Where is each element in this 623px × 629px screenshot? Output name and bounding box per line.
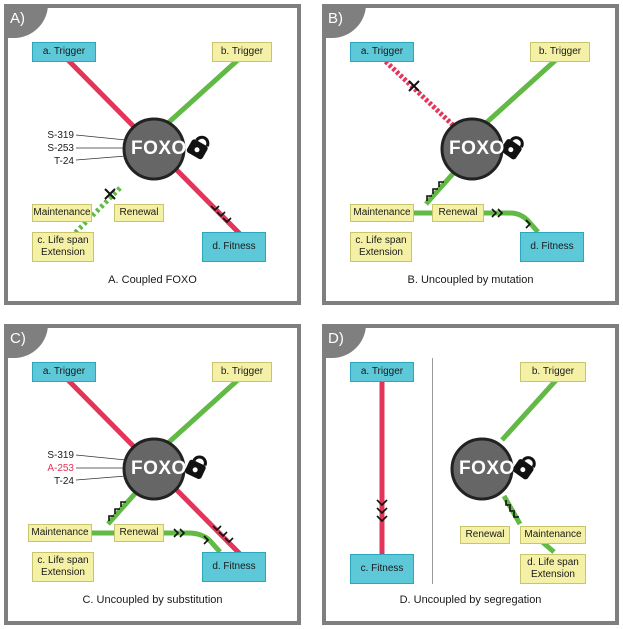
arrowheads-icon <box>426 181 444 201</box>
renewal-box: Renewal <box>114 204 164 222</box>
green-pathway <box>500 376 560 442</box>
trigger-a-box: a. Trigger <box>32 362 96 382</box>
fitness-box: d. Fitness <box>202 552 266 582</box>
arrowheads-icon <box>108 501 126 521</box>
foxo-label: FOXO <box>449 138 505 159</box>
site-label-s319: S-319 <box>47 450 74 461</box>
site-label-a253: A-253 <box>47 463 74 474</box>
green-pathway <box>484 56 560 125</box>
pathway-lines <box>376 376 560 556</box>
green-pathway-lower <box>424 166 460 206</box>
panel-caption: A. Coupled FOXO <box>108 274 197 286</box>
lifespan-line1: c. Life span <box>37 555 89 566</box>
pathway-lines <box>64 376 244 558</box>
trigger-b-box: b. Trigger <box>212 362 272 382</box>
arrowheads-right-icon <box>491 208 532 229</box>
foxo-circle <box>450 437 514 501</box>
trigger-a-box: a. Trigger <box>350 42 414 62</box>
foxo-label: FOXO <box>131 458 187 479</box>
green-pathway-right <box>92 530 222 554</box>
lock-icon <box>186 135 210 160</box>
foxo-label: FOXO <box>131 138 187 159</box>
green-dotted-pathway <box>70 186 122 238</box>
red-dotted-pathway <box>380 56 458 130</box>
arrowheads-red-icon <box>212 525 234 544</box>
fitness-box: d. Fitness <box>202 232 266 262</box>
green-pathway-lower <box>106 486 142 526</box>
panel-c: C) FOXO S-319 A-253 T-24 a. Trigger b. T… <box>4 324 301 625</box>
fitness-box: c. Fitness <box>350 554 414 584</box>
trigger-b-box: b. Trigger <box>212 42 272 62</box>
maintenance-box: Maintenance <box>520 526 586 544</box>
lock-icon <box>185 455 207 479</box>
trigger-a-box: a. Trigger <box>350 362 414 382</box>
green-pathway <box>166 376 242 445</box>
trigger-b-box: b. Trigger <box>520 362 586 382</box>
foxo-circle <box>122 117 186 181</box>
trigger-a-box: a. Trigger <box>32 42 96 62</box>
trigger-b-box: b. Trigger <box>530 42 590 62</box>
arrowheads-icon <box>210 205 232 224</box>
site-leader-lines <box>75 454 127 481</box>
arrowheads-icon <box>376 499 388 523</box>
maintenance-box: Maintenance <box>28 524 92 542</box>
lifespan-line2: Extension <box>359 247 403 258</box>
pathway-lines <box>64 56 244 238</box>
renewal-box: Renewal <box>114 524 164 542</box>
block-cross-icon <box>408 80 420 92</box>
arrowheads-green-icon <box>505 500 519 518</box>
lifespan-line1: c. Life span <box>355 235 407 246</box>
lifespan-box: c. Life span Extension <box>32 552 94 582</box>
lock-icon <box>500 136 524 160</box>
lifespan-line2: Extension <box>41 247 85 258</box>
lifespan-box: c. Life span Extension <box>32 232 94 262</box>
site-leader-lines <box>75 134 127 161</box>
lifespan-box: d. Life span Extension <box>520 554 586 584</box>
foxo-label: FOXO <box>459 458 515 479</box>
lifespan-box: c. Life span Extension <box>350 232 412 262</box>
foxo-circle <box>122 437 186 501</box>
panel-tab: A) <box>4 4 48 38</box>
arrowheads-right-icon <box>173 528 210 545</box>
site-label-s319: S-319 <box>47 130 74 141</box>
maintenance-box: Maintenance <box>32 204 92 222</box>
panel-caption: D. Uncoupled by segregation <box>399 594 542 606</box>
panel-b: B) FOXO a. Trigger b. Trigger Maintenanc… <box>322 4 619 305</box>
renewal-box: Renewal <box>460 526 510 544</box>
fitness-box: d. Fitness <box>520 232 584 262</box>
lifespan-line1: c. Life span <box>37 235 89 246</box>
site-label-t24: T-24 <box>53 156 74 167</box>
lifespan-line2: Extension <box>531 569 575 580</box>
segregation-divider <box>432 358 433 584</box>
panel-caption: C. Uncoupled by substitution <box>82 594 223 606</box>
lock-icon <box>512 456 536 480</box>
panel-a: A) FOXO S-319 S-253 T-24 a. Trigger b. T… <box>4 4 301 305</box>
renewal-box: Renewal <box>432 204 484 222</box>
maintenance-box: Maintenance <box>350 204 414 222</box>
lifespan-line2: Extension <box>41 567 85 578</box>
panel-d: D) FOXO a. Trigger b. Trigger c. Fitness… <box>322 324 619 625</box>
panel-caption: B. Uncoupled by mutation <box>407 274 534 286</box>
site-label-s253: S-253 <box>47 143 74 154</box>
block-cross-icon <box>104 188 116 200</box>
lifespan-line1: d. Life span <box>527 557 579 568</box>
site-label-t24: T-24 <box>53 476 74 487</box>
pathway-lines <box>380 56 560 234</box>
green-pathway <box>166 56 242 125</box>
